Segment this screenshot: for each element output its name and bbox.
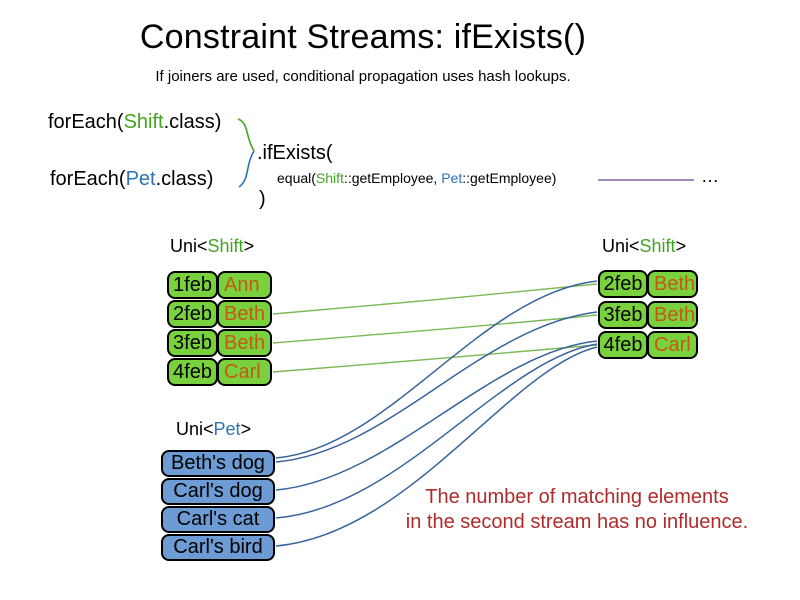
shift-name-cell: Ann xyxy=(217,271,272,299)
note-line-1: The number of matching elements xyxy=(425,486,729,508)
brace-bottom-blue xyxy=(238,150,255,188)
shift-date-cell: 2feb xyxy=(167,300,218,328)
label-text: > xyxy=(675,236,687,256)
shift-name-cell: Beth xyxy=(647,301,698,329)
code-text: .class) xyxy=(163,111,222,133)
shift-date-cell: 3feb xyxy=(167,329,218,357)
code-foreach-shift: forEach(Shift.class) xyxy=(48,111,221,134)
page-title: Constraint Streams: ifExists() xyxy=(139,18,587,56)
label-text: Uni< xyxy=(176,419,214,439)
shift-type-ref: Shift xyxy=(207,236,244,256)
page-subtitle: If joiners are used, conditional propaga… xyxy=(155,68,571,85)
shift-date-cell: 4feb xyxy=(167,358,218,386)
shift-class-ref: Shift xyxy=(315,170,344,186)
code-close-paren: ) xyxy=(259,188,266,210)
shift-date-cell: 4feb xyxy=(598,331,648,359)
match-line-2feb xyxy=(272,283,598,315)
shift-type-ref: Shift xyxy=(639,236,676,256)
label-uni-shift-right: Uni<Shift> xyxy=(602,236,686,257)
pet-cell: Carl's bird xyxy=(161,534,275,561)
shift-name-cell: Carl xyxy=(647,331,698,359)
note-text: The number of matching elements in the s… xyxy=(383,485,771,535)
shift-name-cell: Beth xyxy=(647,270,698,298)
label-text: Uni< xyxy=(602,236,640,256)
match-line-3feb xyxy=(272,314,598,344)
shift-name-cell: Beth xyxy=(217,300,272,328)
label-uni-pet: Uni<Pet> xyxy=(176,419,251,440)
pet-class-ref: Pet xyxy=(125,168,156,190)
pet-cell: Beth's dog xyxy=(161,450,275,477)
shift-date-cell: 3feb xyxy=(598,301,648,329)
code-ifexists: .ifExists( xyxy=(257,142,333,164)
code-text: ::getEmployee) xyxy=(462,170,557,186)
code-text: ::getEmployee, xyxy=(343,170,442,186)
code-text: equal( xyxy=(277,170,316,186)
pet-cell: Carl's cat xyxy=(161,506,275,533)
pet-type-ref: Pet xyxy=(213,419,241,439)
label-text: > xyxy=(240,419,252,439)
brace-top-green xyxy=(237,118,255,152)
label-text: Uni< xyxy=(170,236,208,256)
code-equal-joiner: equal(Shift::getEmployee, Pet::getEmploy… xyxy=(277,170,556,186)
shift-name-cell: Carl xyxy=(217,358,272,386)
label-text: > xyxy=(243,236,255,256)
pet-line-bethsdog-2feb xyxy=(275,280,598,459)
code-text: forEach( xyxy=(50,168,126,190)
match-line-4feb xyxy=(272,344,598,373)
label-uni-shift-left: Uni<Shift> xyxy=(170,236,254,257)
code-foreach-pet: forEach(Pet.class) xyxy=(50,168,213,191)
shift-name-cell: Beth xyxy=(217,329,272,357)
shift-date-cell: 2feb xyxy=(598,270,648,298)
code-text: .class) xyxy=(155,168,214,190)
pet-cell: Carl's dog xyxy=(161,478,275,505)
code-text: forEach( xyxy=(48,111,124,133)
shift-class-ref: Shift xyxy=(123,111,164,133)
shift-date-cell: 1feb xyxy=(167,271,218,299)
code-ellipsis: … xyxy=(701,166,720,186)
note-line-2: in the second stream has no influence. xyxy=(405,511,749,533)
pet-line-carlsdog-4feb xyxy=(275,340,598,491)
pet-line-bethsdog-3feb xyxy=(275,311,598,463)
pet-class-ref: Pet xyxy=(441,170,463,186)
